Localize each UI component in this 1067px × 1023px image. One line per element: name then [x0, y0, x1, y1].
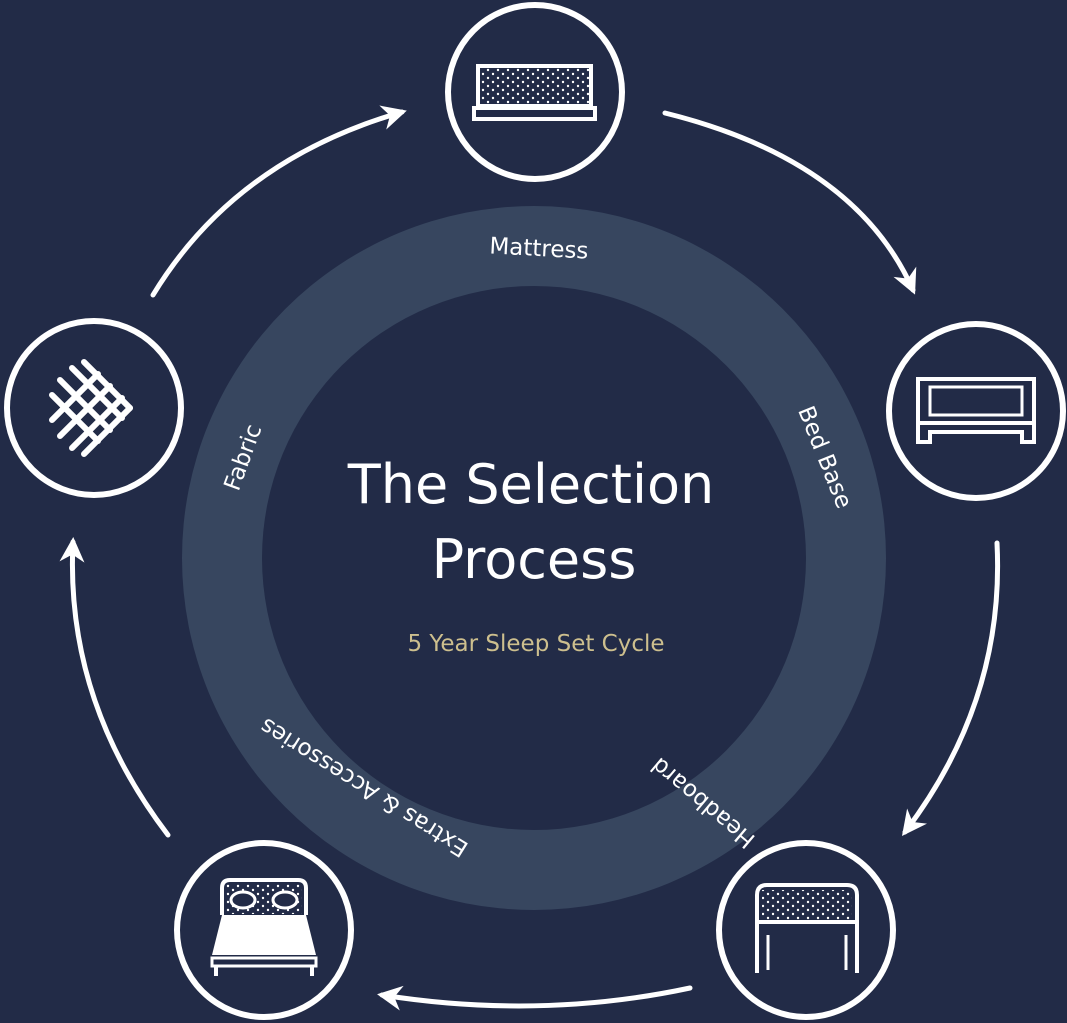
- fabric-weave-icon: [49, 359, 133, 457]
- arrow-headboard-to-extras: [377, 985, 693, 1011]
- node-mattress: [445, 2, 625, 182]
- arrow-bed-base-to-headboard: [901, 540, 1001, 836]
- subtitle: 5 Year Sleep Set Cycle: [407, 631, 664, 657]
- node-extras: [174, 840, 354, 1020]
- headboard-icon: [755, 883, 859, 973]
- node-headboard: [716, 840, 896, 1020]
- ring-label-mattress: Mattress: [489, 233, 589, 264]
- title-line-2: Process: [432, 528, 637, 591]
- title-line-1: The Selection: [347, 453, 714, 516]
- arrow-extras-to-fabric: [59, 537, 171, 838]
- cycle-center: [262, 286, 806, 830]
- node-fabric: [4, 318, 184, 498]
- arrow-mattress-to-bed-base: [662, 110, 917, 295]
- bed-base-icon: [916, 377, 1036, 444]
- mattress-icon: [472, 64, 597, 121]
- node-bed-base: [886, 321, 1066, 501]
- bed-with-pillows-icon: [210, 878, 318, 976]
- arrow-fabric-to-mattress: [150, 105, 407, 298]
